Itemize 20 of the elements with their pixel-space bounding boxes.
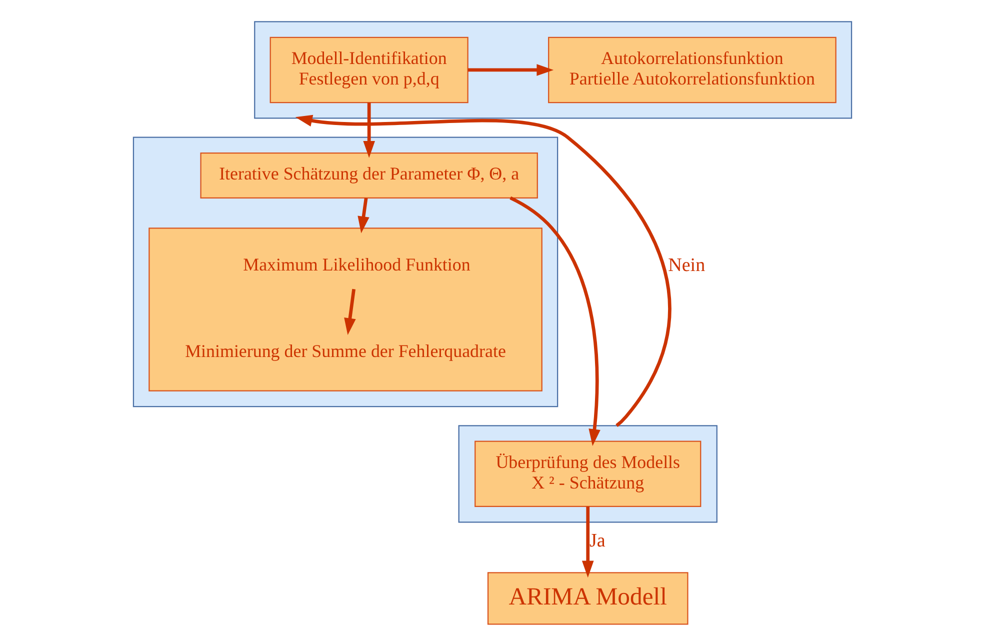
- arrow: [468, 64, 554, 76]
- node-box: ARIMA Modell: [487, 572, 688, 625]
- node-text: Maximum Likelihood Funktion: [243, 254, 470, 275]
- cluster: [132, 136, 558, 408]
- node-box: Modell-Identifikation Festlegen von p,d,q: [270, 36, 468, 104]
- cluster: [254, 21, 852, 119]
- node-box: Überprüfung des Modells X ² - Schätzung: [474, 440, 702, 507]
- arrow: [510, 196, 600, 446]
- node-box: Iterative Schätzung der Parameter Φ, Θ, a: [200, 152, 538, 198]
- edge-label: Nein: [668, 254, 706, 276]
- cluster: [458, 425, 718, 523]
- edge-label: Ja: [589, 530, 606, 552]
- node-text: Minimierung der Summe der Fehlerquadrate: [185, 340, 506, 361]
- arrow: [295, 114, 671, 427]
- node-box: Autokorrelationsfunktion Partielle Autokorrelationsfunktion: [548, 36, 836, 104]
- arrow: [582, 506, 594, 578]
- arrow: [363, 102, 375, 158]
- arrow: [358, 198, 370, 234]
- arrow: [344, 288, 356, 336]
- cluster: [148, 228, 542, 392]
